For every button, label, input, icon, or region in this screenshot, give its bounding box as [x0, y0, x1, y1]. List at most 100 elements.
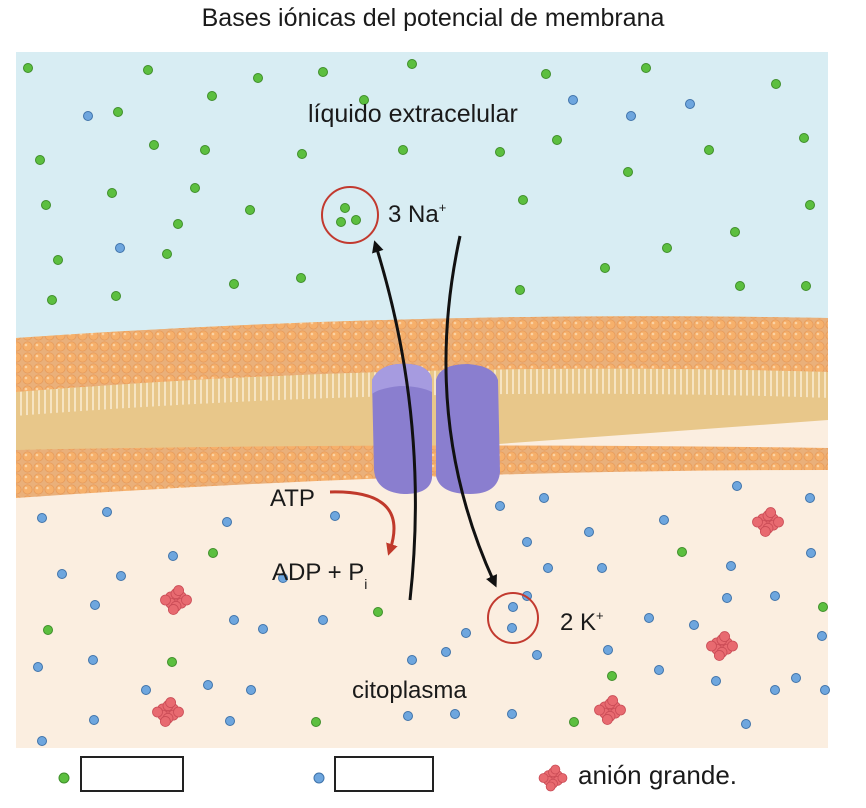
potassium-ion [722, 593, 732, 603]
potassium-ion [568, 95, 578, 105]
potassium-ion [539, 493, 549, 503]
potassium-ion [584, 527, 594, 537]
potassium-label: 2 K+ [560, 608, 604, 636]
potassium-ion [229, 615, 239, 625]
potassium-ion [102, 507, 112, 517]
potassium-ion [115, 243, 125, 253]
large-anion [594, 695, 626, 725]
potassium-ion [495, 501, 505, 511]
sodium-ion [162, 249, 172, 259]
potassium-ion [689, 620, 699, 630]
sodium-ion [518, 195, 528, 205]
sodium-ion [311, 717, 321, 727]
sodium-ions [23, 59, 828, 727]
sodium-ion [799, 133, 809, 143]
potassium-ion [57, 569, 67, 579]
sodium-ion [735, 281, 745, 291]
sodium-ion [23, 63, 33, 73]
sodium-ion [107, 188, 117, 198]
large-anion [160, 585, 192, 615]
sodium-ion [373, 607, 383, 617]
potassium-ion [820, 685, 830, 695]
sodium-ion [623, 167, 633, 177]
large-anion [152, 697, 184, 727]
potassium-ion [203, 680, 213, 690]
sodium-ion [359, 95, 369, 105]
potassium-ion [711, 676, 721, 686]
sodium-ion [541, 69, 551, 79]
potassium-ion [507, 623, 517, 633]
extracellular-label: líquido extracelular [308, 100, 518, 128]
cytoplasm-label: citoplasma [352, 677, 467, 704]
sodium-ion [801, 281, 811, 291]
large-anion-legend-text: anión grande. [578, 760, 738, 790]
sodium-ion [407, 59, 417, 69]
potassium-ion [597, 563, 607, 573]
sodium-ion [340, 203, 350, 213]
potassium-ion [507, 709, 517, 719]
sodium-ion [677, 547, 687, 557]
potassium-ion [508, 602, 518, 612]
sodium-ion [149, 140, 159, 150]
potassium-ion [685, 99, 695, 109]
sodium-ion [771, 79, 781, 89]
potassium-ions [33, 95, 830, 746]
potassium-ion [318, 615, 328, 625]
large-anions [152, 507, 784, 727]
sodium-ion [336, 217, 346, 227]
sodium-ion [297, 149, 307, 159]
sodium-ion [200, 145, 210, 155]
sodium-ion [43, 625, 53, 635]
legend-potassium-dot [313, 772, 325, 784]
sodium-ion [398, 145, 408, 155]
potassium-ion [817, 631, 827, 641]
sodium-ion [143, 65, 153, 75]
potassium-ion [89, 715, 99, 725]
potassium-ion [88, 655, 98, 665]
legend-anion-icon [538, 764, 568, 792]
large-anion [752, 507, 784, 537]
sodium-ion [818, 602, 828, 612]
sodium-ion [53, 255, 63, 265]
sodium-ion [351, 215, 361, 225]
potassium-ion [805, 493, 815, 503]
potassium-ion [732, 481, 742, 491]
potassium-ion [450, 709, 460, 719]
sodium-ion [47, 295, 57, 305]
sodium-ion [41, 200, 51, 210]
potassium-ion [90, 600, 100, 610]
potassium-ion [278, 573, 288, 583]
potassium-ion [659, 515, 669, 525]
large-anion [706, 631, 738, 661]
potassium-ion [141, 685, 151, 695]
sodium-ion [515, 285, 525, 295]
potassium-ion [83, 111, 93, 121]
sodium-ion [207, 91, 217, 101]
potassium-ion [532, 650, 542, 660]
sodium-efflux-arrow [372, 240, 417, 601]
sodium-ion [704, 145, 714, 155]
legend-sodium-dot [58, 772, 70, 784]
sodium-answer-box[interactable] [80, 756, 184, 792]
large-anion [538, 764, 568, 792]
atp-label: ATP [270, 485, 315, 512]
potassium-ion [37, 513, 47, 523]
potassium-ion [806, 548, 816, 558]
potassium-ion [330, 511, 340, 521]
potassium-ion [791, 673, 801, 683]
potassium-ion [654, 665, 664, 675]
sodium-ion [552, 135, 562, 145]
potassium-ion [441, 647, 451, 657]
sodium-ion [113, 107, 123, 117]
sodium-ion [35, 155, 45, 165]
potassium-answer-box[interactable] [334, 756, 434, 792]
sodium-ion [600, 263, 610, 273]
potassium-ion [407, 655, 417, 665]
potassium-ion [246, 685, 256, 695]
sodium-ion [229, 279, 239, 289]
sodium-ion [167, 657, 177, 667]
sodium-ion [173, 219, 183, 229]
potassium-ion [33, 662, 43, 672]
potassium-ion [644, 613, 654, 623]
potassium-ion [222, 517, 232, 527]
